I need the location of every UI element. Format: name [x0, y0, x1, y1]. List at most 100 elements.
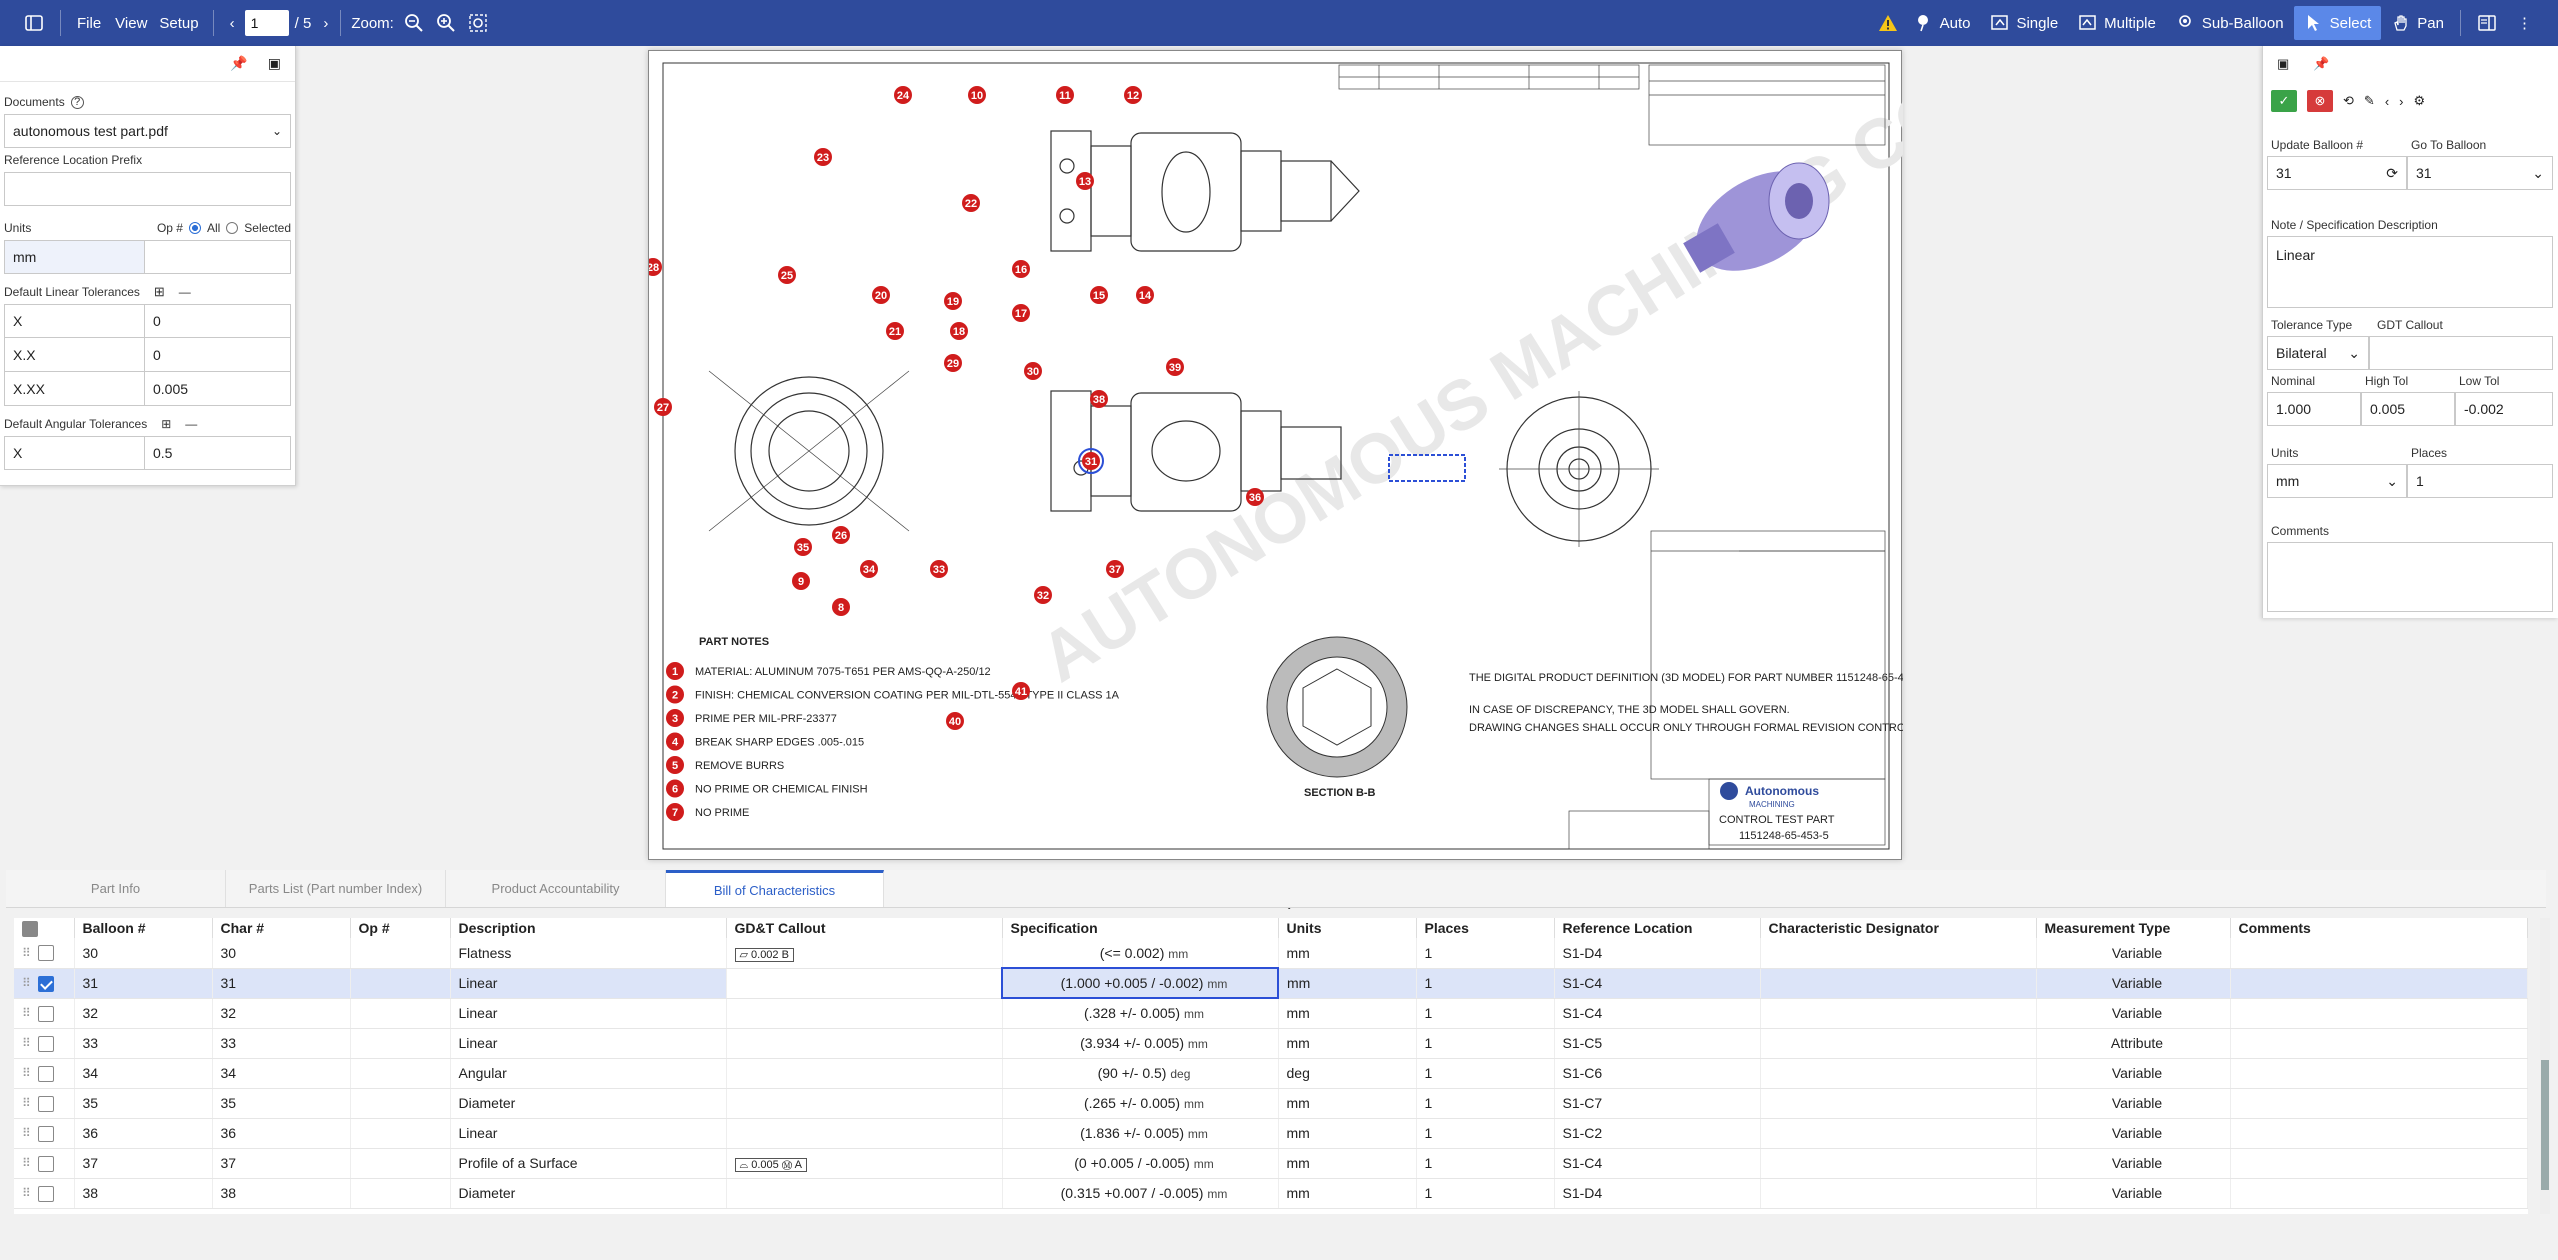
- comments-textarea[interactable]: [2267, 542, 2553, 612]
- measurement-type-cell[interactable]: Variable: [2036, 1178, 2231, 1209]
- add-tolerance-icon[interactable]: ⊞: [153, 284, 165, 299]
- units-select-right[interactable]: mm⌄: [2267, 464, 2407, 498]
- units-cell[interactable]: mm: [1278, 1148, 1417, 1179]
- char-cell[interactable]: 38: [212, 1178, 351, 1209]
- designator-cell[interactable]: [1760, 1088, 2037, 1119]
- note-textarea[interactable]: Linear: [2267, 236, 2553, 308]
- note-balloon[interactable]: [666, 779, 684, 798]
- feature-balloon[interactable]: [814, 148, 832, 166]
- collapse-right-icon[interactable]: ▣: [2277, 56, 2290, 71]
- balloon-cell[interactable]: 33: [74, 1028, 213, 1059]
- drag-handle-icon[interactable]: ⠿: [22, 1066, 31, 1081]
- add-angular-icon[interactable]: ⊞: [161, 417, 172, 431]
- right-panel-toggle-icon[interactable]: [2467, 6, 2507, 40]
- note-balloon[interactable]: [666, 685, 684, 704]
- note-balloon[interactable]: [666, 803, 684, 821]
- next-page-icon[interactable]: ›: [323, 14, 329, 32]
- description-cell[interactable]: Diameter: [450, 1088, 727, 1119]
- row-select-cell[interactable]: ⠿: [14, 968, 75, 999]
- reference-location-cell[interactable]: S1-D4: [1554, 1178, 1761, 1209]
- pin-icon[interactable]: 📌: [230, 55, 248, 71]
- feature-balloon[interactable]: [930, 560, 948, 578]
- comments-cell[interactable]: [2230, 968, 2528, 999]
- description-cell[interactable]: Linear: [450, 1028, 727, 1059]
- row-select-cell[interactable]: ⠿: [14, 1058, 75, 1089]
- feature-balloon[interactable]: [946, 712, 964, 730]
- places-cell[interactable]: 1: [1416, 1058, 1555, 1089]
- char-cell[interactable]: 33: [212, 1028, 351, 1059]
- settings-icon[interactable]: ⚙: [2413, 93, 2426, 108]
- designator-cell[interactable]: [1760, 1028, 2037, 1059]
- row-select-cell[interactable]: ⠿: [14, 938, 75, 969]
- feature-balloon[interactable]: [792, 572, 810, 590]
- view-menu[interactable]: View: [115, 14, 148, 32]
- op-cell[interactable]: [350, 1178, 451, 1209]
- gdt-cell[interactable]: [726, 1058, 1003, 1089]
- char-cell[interactable]: 31: [212, 968, 351, 999]
- gdt-cell[interactable]: [726, 1178, 1003, 1209]
- designator-cell[interactable]: [1760, 1058, 2037, 1089]
- page-number-input[interactable]: [244, 10, 289, 36]
- confirm-icon[interactable]: ✓: [2271, 90, 2297, 112]
- gdt-cell[interactable]: ⌓ 0.005 Ⓜ A: [726, 1148, 1003, 1179]
- low-tol-input[interactable]: -0.002: [2455, 392, 2553, 426]
- feature-balloon[interactable]: [1166, 358, 1184, 376]
- row-checkbox[interactable]: [37, 1155, 54, 1172]
- tolerance-type-select[interactable]: Bilateral⌄: [2267, 336, 2369, 370]
- more-options-icon[interactable]: ⋮: [2517, 15, 2532, 32]
- measurement-type-cell[interactable]: Variable: [2036, 1148, 2231, 1179]
- description-cell[interactable]: Flatness: [450, 938, 727, 969]
- drag-handle-icon[interactable]: ⠿: [22, 946, 31, 961]
- gdt-cell[interactable]: [726, 968, 1003, 999]
- char-cell[interactable]: 37: [212, 1148, 351, 1179]
- description-cell[interactable]: Linear: [450, 1118, 727, 1149]
- select-tool-button[interactable]: Select: [2293, 6, 2382, 40]
- op-cell[interactable]: [350, 1148, 451, 1179]
- feature-balloon[interactable]: [1090, 390, 1108, 408]
- comments-cell[interactable]: [2230, 1178, 2528, 1209]
- select-all-header[interactable]: [14, 918, 75, 938]
- reference-location-cell[interactable]: S1-C4: [1554, 1148, 1761, 1179]
- op-cell[interactable]: [350, 1058, 451, 1089]
- comments-cell[interactable]: [2230, 1148, 2528, 1179]
- char-cell[interactable]: 36: [212, 1118, 351, 1149]
- measurement-type-cell[interactable]: Variable: [2036, 1088, 2231, 1119]
- feature-balloon[interactable]: [794, 538, 812, 556]
- measurement-type-cell[interactable]: Variable: [2036, 1058, 2231, 1089]
- balloon-cell[interactable]: 32: [74, 998, 213, 1029]
- balloon-cell[interactable]: 34: [74, 1058, 213, 1089]
- places-cell[interactable]: 1: [1416, 1178, 1555, 1209]
- select-all-checkbox[interactable]: [22, 920, 38, 937]
- row-checkbox[interactable]: [37, 975, 54, 992]
- table-scroll-thumb[interactable]: [2541, 1060, 2549, 1190]
- prev-page-icon[interactable]: ‹: [229, 14, 235, 32]
- measurement-type-cell[interactable]: Variable: [2036, 1118, 2231, 1149]
- col-gdt[interactable]: GD&T Callout: [726, 918, 1003, 938]
- feature-balloon[interactable]: [1090, 286, 1108, 304]
- places-cell[interactable]: 1: [1416, 1028, 1555, 1059]
- reference-location-cell[interactable]: S1-C6: [1554, 1058, 1761, 1089]
- char-cell[interactable]: 34: [212, 1058, 351, 1089]
- multiple-balloon-button[interactable]: Multiple: [2068, 6, 2166, 40]
- gdt-cell[interactable]: [726, 998, 1003, 1029]
- feature-balloon[interactable]: [1124, 86, 1142, 104]
- units-cell[interactable]: mm: [1278, 1028, 1417, 1059]
- measurement-type-cell[interactable]: Attribute: [2036, 1028, 2231, 1059]
- drag-handle-icon[interactable]: ⠿: [22, 1156, 31, 1171]
- measurement-type-cell[interactable]: Variable: [2036, 938, 2231, 969]
- goto-balloon-select[interactable]: 31⌄: [2407, 156, 2553, 190]
- col-places[interactable]: Places: [1416, 918, 1555, 938]
- row-select-cell[interactable]: ⠿: [14, 1178, 75, 1209]
- comments-cell[interactable]: [2230, 1088, 2528, 1119]
- high-tol-input[interactable]: 0.005: [2361, 392, 2455, 426]
- designator-cell[interactable]: [1760, 938, 2037, 969]
- feature-balloon[interactable]: [886, 322, 904, 340]
- gdt-callout-input[interactable]: [2369, 336, 2553, 370]
- edit-icon[interactable]: ✎: [2363, 93, 2375, 108]
- tab-part-info[interactable]: Part Info: [6, 870, 226, 907]
- balloon-cell[interactable]: 30: [74, 938, 213, 969]
- sidebar-toggle-icon[interactable]: [14, 6, 54, 40]
